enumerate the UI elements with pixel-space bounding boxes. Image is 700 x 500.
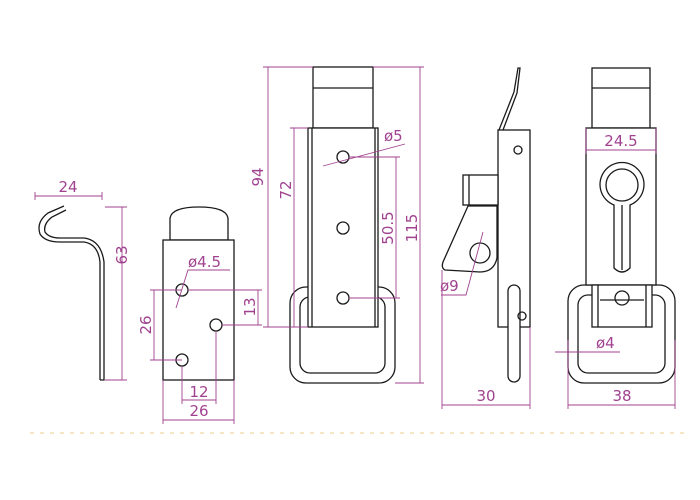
latch-hole bbox=[336, 221, 350, 235]
dim-label-94: 94 bbox=[249, 167, 267, 186]
dim-line-30 bbox=[441, 270, 531, 409]
latch-plate bbox=[307, 127, 379, 328]
dim-line-26-v bbox=[150, 289, 182, 361]
dim-label-24: 24 bbox=[58, 178, 77, 196]
dim-line-94 bbox=[263, 66, 313, 328]
dim-line-24-5 bbox=[585, 128, 657, 154]
dim-label-63: 63 bbox=[113, 245, 131, 264]
dim-line-38 bbox=[567, 340, 676, 409]
dim-label-50-5: 50.5 bbox=[379, 211, 397, 244]
leader-9 bbox=[441, 231, 484, 296]
rear-plate bbox=[585, 127, 657, 286]
latch-front-view: ø5 94 72 50.5 115 bbox=[249, 66, 424, 384]
dim-label-24-5: 24.5 bbox=[604, 132, 637, 150]
hinge-block bbox=[591, 284, 653, 328]
latch-top-block bbox=[312, 66, 374, 129]
dim-label-dia-9: ø9 bbox=[440, 277, 459, 295]
dim-line-72 bbox=[290, 127, 308, 327]
dim-label-dia-4: ø4 bbox=[596, 334, 615, 352]
hinge-notch bbox=[614, 290, 630, 306]
rear-top-block bbox=[591, 67, 651, 129]
dim-line-24 bbox=[34, 192, 103, 200]
dim-label-dia-5: ø5 bbox=[384, 127, 403, 145]
dim-line-50-5 bbox=[349, 156, 400, 299]
dim-line-63 bbox=[105, 206, 127, 381]
bail-side bbox=[507, 284, 521, 383]
dim-line-13 bbox=[188, 289, 262, 326]
dim-line-115 bbox=[373, 66, 424, 384]
spring-tab bbox=[498, 67, 521, 131]
dim-label-115: 115 bbox=[403, 214, 421, 243]
bail-pivot bbox=[517, 311, 527, 321]
dim-label-26-h: 26 bbox=[189, 402, 208, 420]
side-hole bbox=[513, 145, 523, 155]
lever-block bbox=[462, 174, 499, 206]
keeper-front-view: ø4.5 26 13 12 26 bbox=[137, 206, 262, 424]
dim-line-26-h bbox=[162, 380, 235, 424]
latch-rear-view: 24.5 ø4 38 bbox=[555, 67, 676, 409]
dim-label-26-v: 26 bbox=[137, 315, 155, 334]
keeper-cap bbox=[169, 206, 229, 241]
keeper-side-view: 24 63 bbox=[34, 178, 131, 381]
dim-label-72: 72 bbox=[277, 180, 295, 199]
dim-label-30: 30 bbox=[476, 387, 495, 405]
keyhole-circle bbox=[605, 168, 639, 202]
dim-label-dia-4-5: ø4.5 bbox=[188, 253, 221, 271]
dim-label-12: 12 bbox=[189, 383, 208, 401]
keeper-side-outline-inner bbox=[44, 209, 105, 381]
leader-5 bbox=[322, 143, 406, 167]
keyhole-slot bbox=[599, 161, 645, 273]
dim-label-38: 38 bbox=[612, 387, 631, 405]
lever-arm bbox=[441, 205, 498, 273]
keeper-side-outline bbox=[38, 205, 101, 380]
leader-45 bbox=[175, 269, 230, 309]
latch-side-view: ø9 30 bbox=[440, 67, 531, 409]
keeper-body bbox=[162, 239, 235, 381]
dim-line-12 bbox=[181, 331, 217, 404]
dim-label-13: 13 bbox=[241, 297, 259, 316]
